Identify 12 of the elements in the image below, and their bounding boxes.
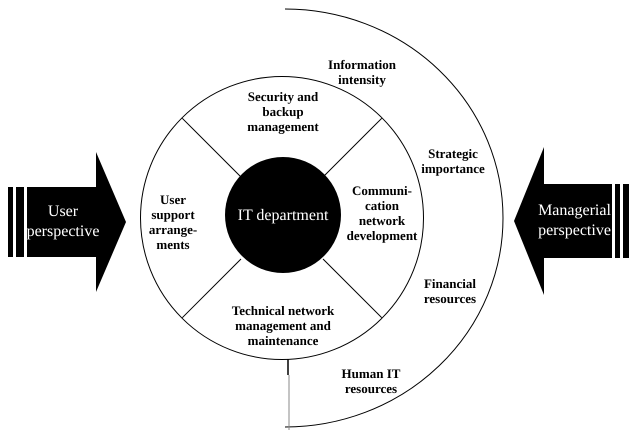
category-label: Information intensity [327, 57, 397, 87]
arrow-label: Managerial perspective [537, 201, 612, 241]
category-label: Strategic importance [420, 146, 486, 176]
category-label: Human IT resources [340, 366, 402, 396]
hub-circle: IT department [225, 157, 341, 273]
arrow-shape [8, 152, 126, 292]
arrow-label: User perspective [26, 202, 100, 242]
category-label: Financial resources [422, 276, 478, 306]
segment-label: Technical network management and maintenance [223, 303, 343, 348]
segment-label: Communi- cation network development [342, 183, 422, 243]
segment-label: Security and backup management [233, 89, 333, 134]
segment-label: User support arrange- ments [141, 192, 205, 252]
